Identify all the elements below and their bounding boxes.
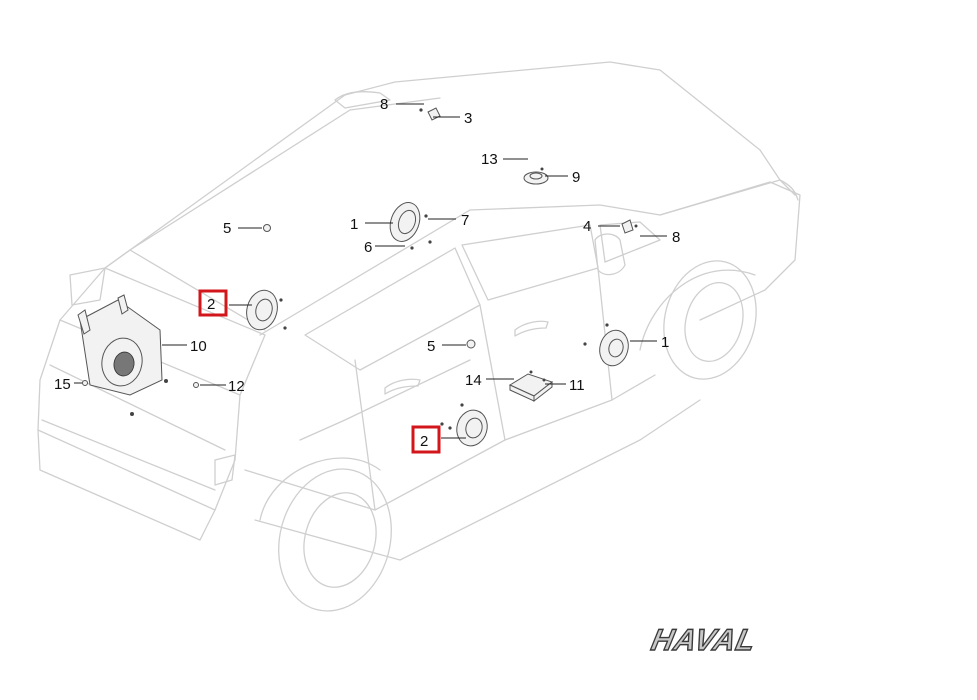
callout-13: 13: [481, 151, 498, 168]
part-1-speaker-lower: [583, 323, 629, 367]
part-1-speaker-upper: [389, 202, 432, 250]
callout-5-lower: 5: [427, 338, 435, 355]
callout-labels: 8 3 13 9 1 7 6 5 4 8 2 10 15 12 5 1 14 1…: [54, 96, 680, 450]
highlight-box-2-door: [411, 425, 441, 454]
callout-4: 4: [583, 218, 591, 235]
callout-10: 10: [190, 338, 207, 355]
callout-1-lower: 1: [661, 334, 669, 351]
car-outline: [37, 61, 801, 612]
part-5-grommet-upper: [263, 224, 271, 232]
part-4-tweeter: [621, 219, 638, 234]
part-11-amplifier: [508, 370, 554, 403]
part-15-fastener: [82, 380, 88, 386]
callout-8-front: 8: [672, 229, 680, 246]
callout-9: 9: [572, 169, 580, 186]
callout-7: 7: [461, 212, 469, 229]
callout-2-rear: 2: [207, 296, 215, 313]
callout-15: 15: [54, 376, 71, 393]
callout-11: 11: [569, 377, 585, 394]
part-5-grommet-lower: [466, 339, 476, 349]
part-3-antenna: [419, 107, 441, 121]
haval-logo: HAVAL: [648, 624, 760, 658]
highlight-box-2-rear: [198, 289, 228, 317]
callout-2-door: 2: [420, 433, 428, 450]
part-12-fastener: [193, 382, 199, 388]
callout-8-roof: 8: [380, 96, 388, 113]
callout-1-upper: 1: [350, 216, 358, 233]
callout-6: 6: [364, 239, 372, 256]
brand-logo-text: HAVAL: [648, 624, 759, 657]
part-2-speaker-door: [440, 403, 488, 447]
leader-lines: [74, 103, 667, 439]
callout-3: 3: [464, 110, 472, 127]
part-2-speaker-rear: [246, 289, 287, 331]
part-9-roof-speaker: [523, 167, 549, 185]
callout-12: 12: [228, 378, 245, 395]
callout-14: 14: [465, 372, 482, 389]
callout-5-upper: 5: [223, 220, 231, 237]
part-10-subwoofer: [77, 294, 168, 416]
